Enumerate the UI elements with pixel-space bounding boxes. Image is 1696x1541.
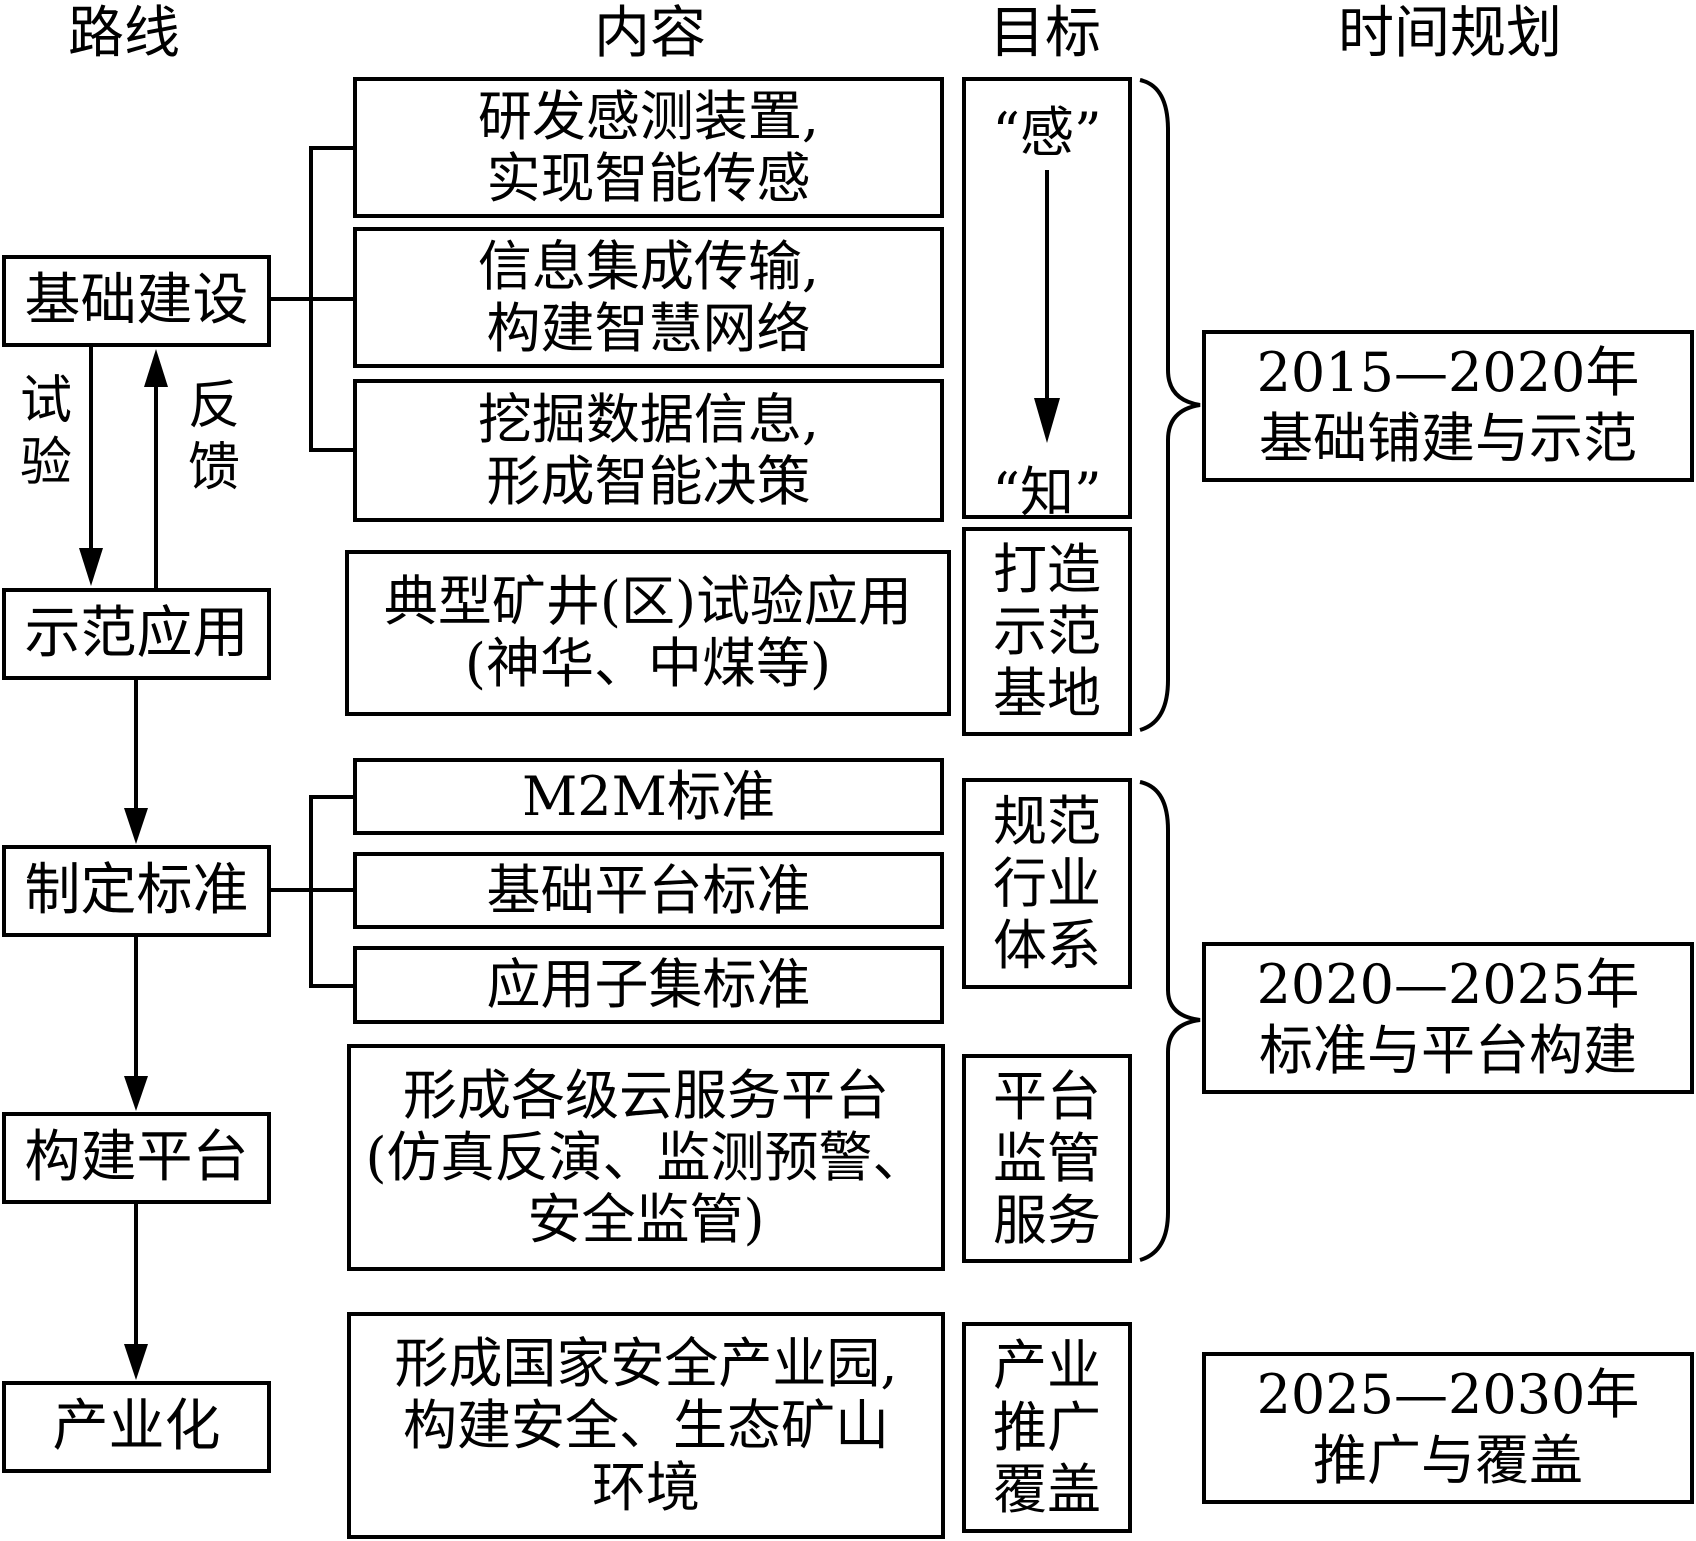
goal-g4-line-3: 服务 [993, 1188, 1101, 1252]
content-cloud-platform: 形成各级云服务平台 (仿真反演、监测预警、 安全监管) [347, 1044, 945, 1271]
content-c5-line-1: M2M标准 [522, 764, 775, 828]
goal-g5-line-1: 产业 [993, 1333, 1101, 1397]
route-shifan-label: 示范应用 [24, 601, 249, 666]
content-c4-line-1: 典型矿井(区)试验应用 [383, 570, 913, 633]
route-jichu-label: 基础建设 [24, 268, 249, 333]
content-base-platform-standard: 基础平台标准 [353, 852, 944, 929]
goal-industry-promotion: 产业 推广 覆盖 [962, 1322, 1132, 1533]
content-m2m-standard: M2M标准 [353, 758, 944, 835]
content-c1-line-1: 研发感测装置, [477, 84, 820, 148]
content-c3-line-1: 挖掘数据信息, [477, 387, 820, 451]
arrow-zhiding-goujian-head [124, 1076, 148, 1111]
connector-zhiding [271, 795, 353, 988]
header-goal: 目标 [989, 1, 1101, 66]
goal-g3-line-3: 体系 [993, 913, 1101, 977]
goal-demo-base: 打造 示范 基地 [962, 527, 1132, 736]
connector-jichu [271, 146, 353, 452]
content-c9-line-1: 形成国家安全产业园, [394, 1331, 898, 1395]
content-sensing-device: 研发感测装置, 实现智能传感 [353, 77, 944, 218]
content-data-decision: 挖掘数据信息, 形成智能决策 [353, 379, 944, 522]
content-industry-park: 形成国家安全产业园, 构建安全、生态矿山 环境 [347, 1312, 945, 1539]
goal-gan: “感” [992, 101, 1102, 164]
goal-g5-line-2: 推广 [993, 1395, 1101, 1459]
arrow-gan-to-zhi [1034, 170, 1060, 443]
time-t2-line-1: 2020—2025年 [1256, 953, 1640, 1016]
content-c8-line-2: (仿真反演、监测预警、 [365, 1125, 927, 1189]
time-t3-line-2: 推广与覆盖 [1313, 1429, 1583, 1492]
route-down-arrows [79, 347, 168, 1380]
content-mine-trial: 典型矿井(区)试验应用 (神华、中煤等) [345, 550, 951, 716]
time-t3-line-1: 2025—2030年 [1256, 1363, 1640, 1426]
route-chanye-label: 产业化 [52, 1394, 221, 1459]
content-c7-line-1: 应用子集标准 [486, 953, 811, 1016]
goal-g4-line-2: 监管 [993, 1126, 1101, 1190]
content-c8-line-3: 安全监管) [527, 1187, 765, 1251]
time-t1-line-2: 基础铺建与示范 [1259, 407, 1637, 470]
label-feedback-char-2: 馈 [187, 438, 240, 498]
route-jichu-jianshe: 基础建设 [2, 255, 271, 347]
goal-g2-line-1: 打造 [993, 537, 1101, 601]
goal-g2-line-2: 示范 [993, 599, 1101, 663]
arrow-test-down-head [79, 548, 103, 586]
goal-g3-line-2: 行业 [993, 851, 1101, 915]
header-route: 路线 [68, 1, 180, 66]
route-goujian-pingtai: 构建平台 [2, 1112, 271, 1204]
time-2025-2030: 2025—2030年 推广与覆盖 [1202, 1352, 1694, 1504]
goal-g5-line-3: 覆盖 [993, 1457, 1101, 1521]
time-t2-line-2: 标准与平台构建 [1259, 1019, 1637, 1082]
goal-platform-supervision: 平台 监管 服务 [962, 1054, 1132, 1263]
arrow-shifan-zhiding-head [124, 808, 148, 844]
label-test: 试 验 [16, 370, 76, 494]
route-goujian-label: 构建平台 [24, 1125, 249, 1190]
route-chanyehua: 产业化 [2, 1381, 271, 1473]
content-c9-line-3: 环境 [592, 1455, 700, 1519]
header-content: 内容 [594, 1, 706, 66]
arrow-goujian-chanye-head [124, 1344, 148, 1380]
time-2015-2020: 2015—2020年 基础铺建与示范 [1202, 330, 1694, 482]
content-c8-line-1: 形成各级云服务平台 [403, 1063, 889, 1127]
goal-g3-line-1: 规范 [993, 789, 1101, 853]
brace-2015-2020 [1139, 78, 1201, 732]
goal-industry-norms: 规范 行业 体系 [962, 778, 1132, 989]
label-feedback: 反 馈 [184, 375, 244, 499]
header-time: 时间规划 [1338, 1, 1562, 66]
content-c2-line-1: 信息集成传输, [477, 234, 820, 298]
route-shifan-yingyong: 示范应用 [2, 588, 271, 680]
content-app-subset-standard: 应用子集标准 [353, 946, 944, 1024]
content-c2-line-2: 构建智慧网络 [486, 296, 811, 360]
goal-g2-line-3: 基地 [993, 661, 1101, 725]
goal-zhi: “知” [992, 461, 1102, 524]
route-zhiding-label: 制定标准 [24, 858, 249, 923]
route-zhiding-biaozhun: 制定标准 [2, 845, 271, 937]
time-2020-2025: 2020—2025年 标准与平台构建 [1202, 942, 1694, 1094]
label-test-char-1: 试 [19, 371, 72, 431]
arrow-feedback-up-head [144, 349, 168, 387]
content-c1-line-2: 实现智能传感 [486, 146, 811, 210]
content-c3-line-2: 形成智能决策 [486, 449, 811, 513]
goal-g4-line-1: 平台 [993, 1064, 1101, 1128]
label-test-char-2: 验 [19, 433, 72, 493]
content-c4-line-2: (神华、中煤等) [464, 632, 832, 695]
content-info-network: 信息集成传输, 构建智慧网络 [353, 227, 944, 368]
content-c6-line-1: 基础平台标准 [486, 858, 811, 922]
label-feedback-char-1: 反 [187, 376, 240, 436]
content-c9-line-2: 构建安全、生态矿山 [403, 1393, 889, 1457]
brace-2020-2025 [1139, 780, 1201, 1262]
time-t1-line-1: 2015—2020年 [1256, 341, 1640, 404]
